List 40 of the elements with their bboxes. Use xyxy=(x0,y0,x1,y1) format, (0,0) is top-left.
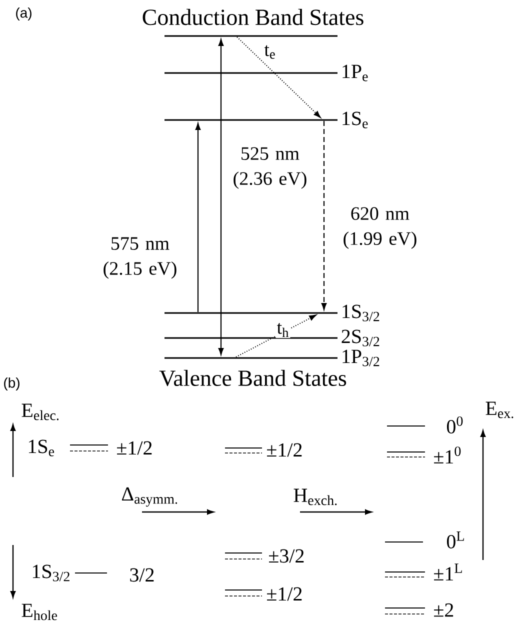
state-label: 1S$_{e}$ xyxy=(28,440,54,456)
arrow xyxy=(218,39,224,356)
state-label: 1S$_{3/2}$ xyxy=(32,564,70,582)
node-label: 2S$_{3/2}$ xyxy=(342,330,380,346)
value-label: 3/2 xyxy=(130,568,154,582)
arrow xyxy=(236,36,321,118)
value-label: ±3/2 xyxy=(269,549,304,563)
value-label: 0$^{0}$ xyxy=(446,416,463,434)
edge-label: t$_{h}$ xyxy=(276,322,290,338)
edge-label: t$_{e}$ xyxy=(263,44,277,60)
energy-level: 1S$_{3/2}$ xyxy=(164,304,380,322)
arrow xyxy=(236,314,316,358)
energy-level: 1S$_{e}$ xyxy=(164,112,368,128)
axis-label: E$_{ex.}$ xyxy=(486,402,514,418)
edge-label: 525 nm (2.36 eV) xyxy=(224,146,316,190)
node-label: 1S$_{3/2}$ xyxy=(342,304,380,322)
arrow xyxy=(195,123,201,312)
band-heading: Valence Band States xyxy=(159,370,346,386)
value-label: ±2 xyxy=(434,603,454,617)
arrow xyxy=(321,121,327,310)
axis-label: E$_{hole}$ xyxy=(22,604,58,620)
value-label: 0$^{L}$ xyxy=(446,532,464,548)
panel-label: (a) xyxy=(16,7,32,21)
value-label: ±1/2 xyxy=(267,587,302,601)
node-label: 1P$_{e}$ xyxy=(342,64,368,82)
band-heading: Conduction Band States xyxy=(142,8,364,26)
energy-level: 1P$_{3/2}$ xyxy=(164,350,380,366)
panel-label: (b) xyxy=(4,377,20,391)
operator-label: Δ$_{asymm.}$ xyxy=(122,487,178,507)
node-label: 1S$_{e}$ xyxy=(342,112,368,128)
value-label: ±1$^{0}$ xyxy=(434,446,461,464)
operator-label: H$_{exch.}$ xyxy=(294,488,337,506)
node-label: 1P$_{3/2}$ xyxy=(342,350,380,366)
edge-label: 620 nm (1.99 eV) xyxy=(334,206,426,250)
edge-label: 575 nm (2.15 eV) xyxy=(94,236,186,280)
axis-label: E$_{elec.}$ xyxy=(22,404,59,420)
energy-level: 1P$_{e}$ xyxy=(164,64,368,82)
value-label: ±1/2 xyxy=(267,443,302,457)
value-label: ±1/2 xyxy=(117,441,152,455)
value-label: ±1$^{L}$ xyxy=(434,564,462,580)
